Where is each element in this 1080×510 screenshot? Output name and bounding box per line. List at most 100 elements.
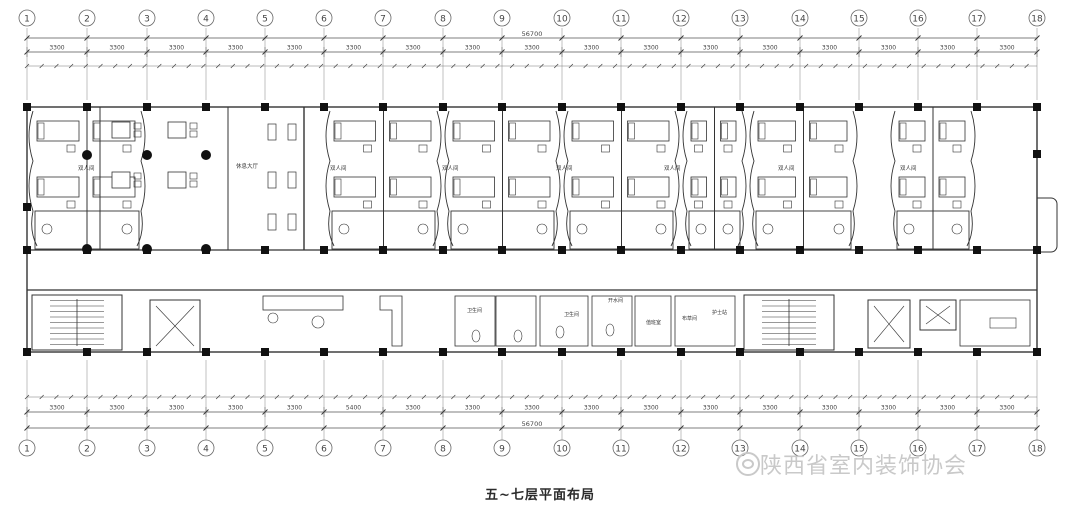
dimension-tick [553,394,559,400]
round-column [201,244,211,254]
dimension-tick [321,425,327,431]
washbasin [41,223,53,235]
column [379,103,387,111]
axis-bubble [315,439,333,457]
dimension-value: 3300 [762,405,777,412]
dimension-value: 3300 [762,45,777,52]
dimension-tick [1009,394,1015,400]
axis-label: 11 [615,15,626,25]
dimension-tick [598,63,603,69]
axis-label: 1 [24,15,30,25]
bed [898,176,926,198]
east-balcony [1037,197,1058,253]
washbasin [903,223,915,235]
dimension-tick [950,63,956,69]
column [439,348,447,356]
dimension-tick [348,63,353,69]
dimension-value: 3300 [405,45,420,52]
chair [267,312,279,324]
bedside-cabinet [66,144,76,153]
axis-label: 8 [440,15,446,25]
dimension-tick [700,394,706,400]
axis-bubble [374,9,392,27]
dimension-tick [509,63,515,69]
dimension-tick [936,63,941,69]
dimension-tick [797,425,803,431]
dimension-tick [686,394,691,400]
dimension-tick [39,394,44,400]
dimension-tick [98,63,103,69]
bedside-cabinet [783,144,792,153]
dimension-value: 3300 [643,45,658,52]
axis-bubble [909,9,927,27]
bedside-cabinet [694,200,703,209]
bed [36,120,80,142]
dimension-tick [318,63,324,69]
pillow [899,178,907,196]
dimension-tick [144,35,150,41]
column [855,103,863,111]
bedside-cabinet [537,200,547,209]
dimension-tick [965,63,971,69]
axis-label: 15 [853,445,864,455]
chair [311,315,325,329]
washbasin [695,223,707,235]
dimension-value: 3300 [169,45,184,52]
bedside-cabinet [66,200,76,209]
dimension-tick [362,63,368,69]
chair [133,130,142,138]
column [973,246,981,254]
bedside-cabinet [834,200,844,209]
dimension-tick [421,394,427,400]
wechat-icon [736,452,760,476]
lounge-table [167,121,187,139]
ward-bathroom [688,210,741,250]
axis-bubble [138,9,156,27]
dimension-tick [201,63,206,69]
dimension-tick [559,425,565,431]
axis-bubble [1028,439,1046,457]
column [1033,246,1041,254]
dimension-tick [833,394,838,400]
axis-bubble [968,439,986,457]
dimension-tick [98,394,103,400]
dimension-tick [333,63,338,69]
lounge-table [167,171,187,189]
dimension-value: 5400 [346,405,361,412]
column [558,348,566,356]
axis-label: 18 [1031,445,1043,455]
bed [452,120,495,142]
elevator-cross [925,305,951,325]
column [855,246,863,254]
lounge-table [111,121,131,139]
axis-label: 4 [203,15,209,25]
room-label: 双人间 [330,164,347,172]
ward-curved-wall [432,110,442,247]
dimension-tick [157,63,162,69]
axis-bubble [1028,9,1046,27]
dimension-tick [245,63,250,69]
dimension-tick [245,394,250,400]
dimension-tick [797,35,803,41]
dimension-value: 3300 [346,45,361,52]
pillow [758,178,766,196]
dimension-tick [495,394,500,400]
dimension-tick [451,394,456,400]
dimension-tick [380,35,386,41]
axis-label: 8 [440,445,446,455]
washbasin [338,223,350,235]
column [736,246,744,254]
bed [809,120,848,142]
dimension-tick [553,63,559,69]
bedside-cabinet [656,144,666,153]
dimension-tick [380,425,386,431]
round-column [82,244,92,254]
dimension-tick [583,63,588,69]
dimension-tick [803,394,809,400]
pillow [334,122,342,140]
dimension-tick [1024,394,1029,400]
dimension-tick [936,394,941,400]
dimension-value: 3300 [881,405,896,412]
dimension-tick [142,63,147,69]
rooms [28,107,976,250]
